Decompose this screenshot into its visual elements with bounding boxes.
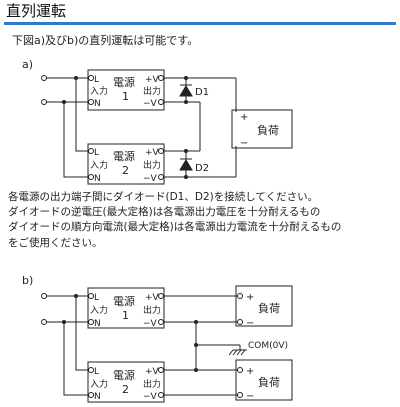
load-a-plus: + <box>240 112 248 123</box>
note-line-3: ダイオードの順方向電流(最大定格)は各電源出力電流を十分耐えるもの <box>8 221 342 234</box>
diode-d2-label: D2 <box>195 163 209 174</box>
b-unit2-n-terminal: N <box>94 392 101 402</box>
unit2-pos-terminal: +V <box>145 148 160 158</box>
b-unit2-l-terminal: L <box>94 367 99 377</box>
b-unit1-number: 1 <box>122 309 129 322</box>
unit2-l-terminal: L <box>94 148 99 158</box>
page-title: 直列運転 <box>6 2 67 20</box>
unit1-name: 電源 <box>113 75 135 89</box>
unit2-neg-terminal: −V <box>143 174 158 184</box>
b-unit2-number: 2 <box>122 383 129 396</box>
b-unit1-l-terminal: L <box>94 293 99 303</box>
b-unit1-pos-terminal: +V <box>145 293 160 303</box>
diode-d1-symbol <box>179 84 193 97</box>
unit1-neg-terminal: −V <box>143 99 158 109</box>
unit1-n-terminal: N <box>94 99 101 109</box>
unit2-name: 電源 <box>113 149 135 163</box>
b-unit1-output-label: 出力 <box>143 304 161 316</box>
load-a-label: 負荷 <box>257 124 279 137</box>
title-underline <box>4 22 396 25</box>
unit1-input-label: 入力 <box>90 85 108 97</box>
power-unit-1-box <box>87 69 165 111</box>
b-unit2-output-label: 出力 <box>143 378 161 390</box>
notes-paragraph: 各電源の出力端子間にダイオード(D1、D2)を接続してください。 ダイオードの逆… <box>8 190 398 251</box>
note-line-2: ダイオードの逆電圧(最大定格)は各電源出力電圧を十分耐えるもの <box>8 206 321 219</box>
load-b2-plus: + <box>246 366 254 377</box>
b-unit1-neg-terminal: −V <box>143 319 158 329</box>
load-box-a <box>231 109 293 149</box>
b-unit1-input-label: 入力 <box>90 304 108 316</box>
intro-text: 下図a)及びb)の直列運転は可能です。 <box>12 34 199 47</box>
b-unit1-name: 電源 <box>113 294 135 308</box>
figure-b-label: b) <box>22 274 34 287</box>
load-b1-label: 負荷 <box>258 302 280 315</box>
unit1-number: 1 <box>122 90 129 103</box>
note-line-1: 各電源の出力端子間にダイオード(D1、D2)を接続してください。 <box>8 191 319 203</box>
unit1-output-label: 出力 <box>143 85 161 97</box>
b-unit2-pos-terminal: +V <box>145 367 160 377</box>
diode-d2-symbol <box>179 158 193 171</box>
unit2-input-label: 入力 <box>90 159 108 171</box>
power-unit-2-box <box>87 143 165 185</box>
load-b2-minus: − <box>246 391 254 402</box>
load-a-minus: − <box>240 138 248 149</box>
unit2-number: 2 <box>122 164 129 177</box>
figure-a-diagram: L 入力 N 電源 1 +V 出力 −V L 入力 N 電源 2 +V 出力 −… <box>41 69 293 185</box>
power-unit-2-box-b <box>87 361 165 403</box>
note-line-4: をご使用ください。 <box>8 236 103 249</box>
b-unit2-neg-terminal: −V <box>143 392 158 402</box>
figure-a-label: a) <box>22 58 34 71</box>
diode-d1-label: D1 <box>195 87 209 98</box>
unit2-n-terminal: N <box>94 174 101 184</box>
b-unit2-input-label: 入力 <box>90 378 108 390</box>
unit2-output-label: 出力 <box>143 159 161 171</box>
unit1-l-terminal: L <box>94 75 99 85</box>
com-label: COM(0V) <box>248 341 288 351</box>
load-b2-label: 負荷 <box>258 376 280 389</box>
b-unit2-name: 電源 <box>113 368 135 382</box>
power-unit-1-box-b <box>87 287 165 329</box>
b-unit1-n-terminal: N <box>94 319 101 329</box>
load-box-b2 <box>235 359 293 401</box>
load-b1-minus: − <box>246 318 254 329</box>
load-b1-plus: + <box>246 292 254 303</box>
figure-b-diagram: L 入力 N 電源 1 +V 出力 −V L 入力 N 電源 2 +V 出力 −… <box>41 285 293 403</box>
load-box-b1 <box>235 285 293 327</box>
unit1-pos-terminal: +V <box>145 75 160 85</box>
